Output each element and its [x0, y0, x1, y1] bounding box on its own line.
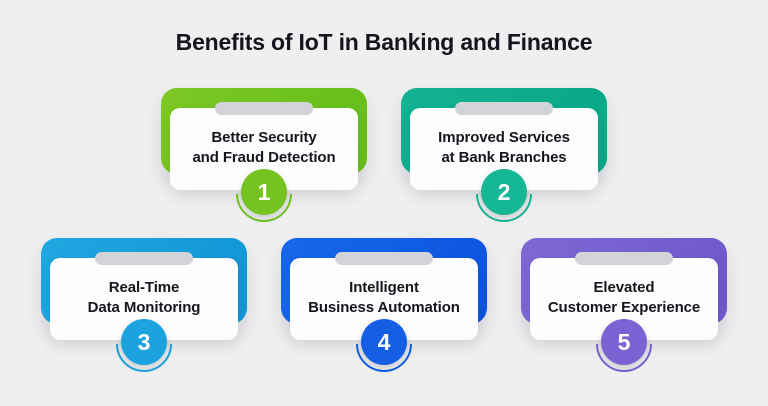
benefit-card-1: Better Security and Fraud Detection 1 [161, 88, 367, 224]
benefit-label-line2: Data Monitoring [87, 299, 201, 316]
benefit-label: Better Security and Fraud Detection [192, 128, 335, 171]
benefit-label: Real-Time Data Monitoring [88, 278, 201, 321]
benefit-label: Improved Services at Bank Branches [438, 128, 570, 171]
benefit-label-line1: Real-Time [108, 278, 180, 296]
benefit-label-line1: Elevated [593, 278, 655, 296]
benefit-label-line1: Improved Services [438, 128, 570, 146]
benefit-card-2: Improved Services at Bank Branches 2 [401, 88, 607, 224]
card-number-badge: 3 [121, 319, 167, 365]
benefit-label-line2: and Fraud Detection [192, 149, 336, 166]
card-face: Improved Services at Bank Branches [410, 108, 598, 190]
card-number-badge: 1 [241, 169, 287, 215]
card-clip-bar [95, 252, 193, 265]
card-face: Elevated Customer Experience [530, 258, 718, 340]
page-title: Benefits of IoT in Banking and Finance [175, 29, 593, 55]
card-number-badge: 2 [481, 169, 527, 215]
benefits-row-bottom: Real-Time Data Monitoring 3 Intelligent … [0, 238, 768, 374]
benefit-label-line2: Customer Experience [547, 299, 701, 316]
card-face: Intelligent Business Automation [290, 258, 478, 340]
benefit-label-line2: Business Automation [308, 299, 460, 316]
card-clip-bar [575, 252, 673, 265]
benefit-label-line1: Intelligent [349, 278, 419, 296]
card-clip-bar [335, 252, 433, 265]
benefits-row-top: Better Security and Fraud Detection 1 Im… [0, 88, 768, 224]
benefit-label: Intelligent Business Automation [308, 278, 460, 321]
card-number-badge: 4 [361, 319, 407, 365]
benefit-label: Elevated Customer Experience [548, 278, 700, 321]
benefit-card-4: Intelligent Business Automation 4 [281, 238, 487, 374]
card-number-badge: 5 [601, 319, 647, 365]
benefit-label-line2: at Bank Branches [441, 149, 567, 166]
card-face: Better Security and Fraud Detection [170, 108, 358, 190]
benefit-card-5: Elevated Customer Experience 5 [521, 238, 727, 374]
benefit-label-line1: Better Security [211, 128, 317, 146]
card-clip-bar [455, 102, 553, 115]
card-clip-bar [215, 102, 313, 115]
benefit-card-3: Real-Time Data Monitoring 3 [41, 238, 247, 374]
